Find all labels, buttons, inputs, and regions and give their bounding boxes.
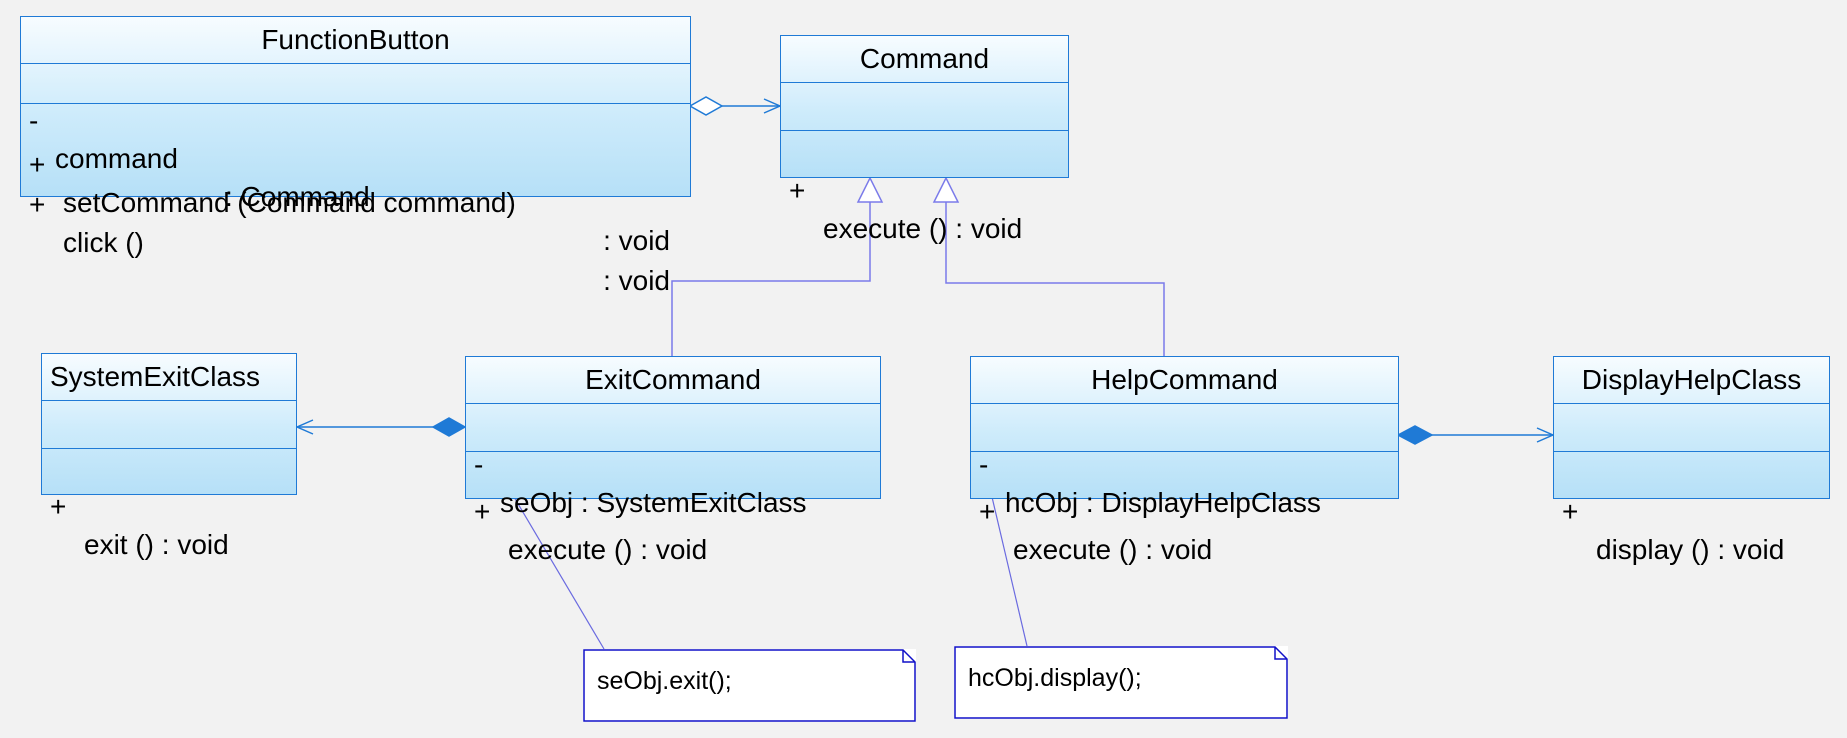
aggregation-diamond — [688, 96, 724, 116]
visibility-marker: + — [474, 496, 491, 527]
operation-row: + exit () : void — [42, 450, 296, 602]
visibility-marker: - — [29, 105, 39, 136]
operations-section: + exit () : void — [42, 448, 296, 560]
attribute-row: - command : Command — [21, 64, 690, 254]
operations-section: + execute () : void — [781, 130, 1068, 244]
operations-section: + setCommand (Command command) : void + … — [21, 103, 690, 296]
attributes-section — [1554, 403, 1829, 451]
note-link-help — [987, 479, 1028, 647]
visibility-marker: - — [979, 449, 989, 480]
operation-row: + click () : void — [21, 148, 690, 338]
operation-return-type: : void — [603, 225, 670, 256]
class-display-help[interactable]: DisplayHelpClass + display () : void — [1553, 356, 1830, 565]
attribute-signature: hcObj : DisplayHelpClass — [1005, 487, 1321, 518]
operation-signature: exit () : void — [84, 529, 229, 560]
note-frame — [583, 649, 916, 722]
note-exit[interactable]: seObj.exit(); — [583, 649, 916, 722]
note-frame — [954, 646, 1288, 719]
note-help[interactable]: hcObj.display(); — [954, 646, 1288, 719]
operation-row: + setCommand (Command command) : void — [21, 108, 690, 298]
operations-section: + display () : void — [1554, 451, 1829, 565]
operation-signature: execute () : void — [823, 213, 1023, 244]
attribute-type: : Command — [225, 181, 370, 212]
class-system-exit[interactable]: SystemExitClass + exit () : void — [41, 353, 297, 560]
visibility-marker: + — [29, 149, 46, 180]
note-link-exit — [497, 469, 605, 650]
operation-row: + execute () : void — [971, 455, 1398, 607]
operation-row: + execute () : void — [781, 134, 1068, 286]
class-exit-command[interactable]: ExitCommand - seObj : SystemExitClass + … — [465, 356, 881, 565]
visibility-marker: + — [1562, 496, 1579, 527]
class-help-command[interactable]: HelpCommand - hcObj : DisplayHelpClass +… — [970, 356, 1399, 565]
class-name: ExitCommand — [585, 364, 761, 395]
attribute-row: - hcObj : DisplayHelpClass — [971, 408, 1398, 560]
operation-return-type: : void — [603, 265, 670, 296]
class-name: DisplayHelpClass — [1581, 364, 1802, 395]
visibility-marker: - — [474, 449, 484, 480]
class-name: FunctionButton — [261, 24, 450, 55]
visibility-marker: + — [789, 175, 806, 206]
operation-signature: execute () : void — [1013, 534, 1213, 565]
attributes-section — [781, 82, 1068, 130]
operation-signature: execute () : void — [508, 534, 708, 565]
class-name: Command — [859, 43, 990, 74]
class-name: SystemExitClass — [50, 361, 261, 392]
class-command[interactable]: Command + execute () : void — [780, 35, 1069, 244]
operations-section: + execute () : void — [466, 451, 880, 565]
operation-signature: click () — [63, 227, 144, 258]
generalization-line-help — [945, 202, 1165, 356]
visibility-marker: + — [979, 496, 996, 527]
attribute-row: - seObj : SystemExitClass — [466, 408, 880, 560]
composition-diamond-exit — [431, 417, 467, 437]
attributes-section: - command : Command — [21, 63, 690, 212]
class-function-button[interactable]: FunctionButton - command : Command + set… — [20, 16, 691, 296]
note-text: seObj.exit(); — [597, 667, 732, 695]
operation-row: + display () : void — [1554, 455, 1829, 607]
class-name: HelpCommand — [1091, 364, 1278, 395]
composition-arrowhead-exit — [295, 419, 314, 435]
attributes-section — [42, 400, 296, 448]
composition-diamond-help — [1396, 425, 1434, 445]
generalization-line-exit — [671, 202, 871, 356]
visibility-marker: + — [50, 491, 67, 522]
attribute-name: command — [55, 143, 178, 174]
note-text: hcObj.display(); — [968, 664, 1142, 692]
generalization-triangle-help — [932, 176, 960, 203]
operation-signature: setCommand (Command command) — [63, 187, 516, 218]
attributes-section: - seObj : SystemExitClass — [466, 403, 880, 518]
operation-signature: display () : void — [1596, 534, 1785, 565]
attribute-signature: seObj : SystemExitClass — [500, 487, 807, 518]
operation-row: + execute () : void — [466, 455, 880, 607]
visibility-marker: + — [29, 189, 46, 220]
attributes-section: - hcObj : DisplayHelpClass — [971, 403, 1398, 518]
generalization-triangle-exit — [856, 176, 884, 203]
operations-section: + execute () : void — [971, 451, 1398, 565]
